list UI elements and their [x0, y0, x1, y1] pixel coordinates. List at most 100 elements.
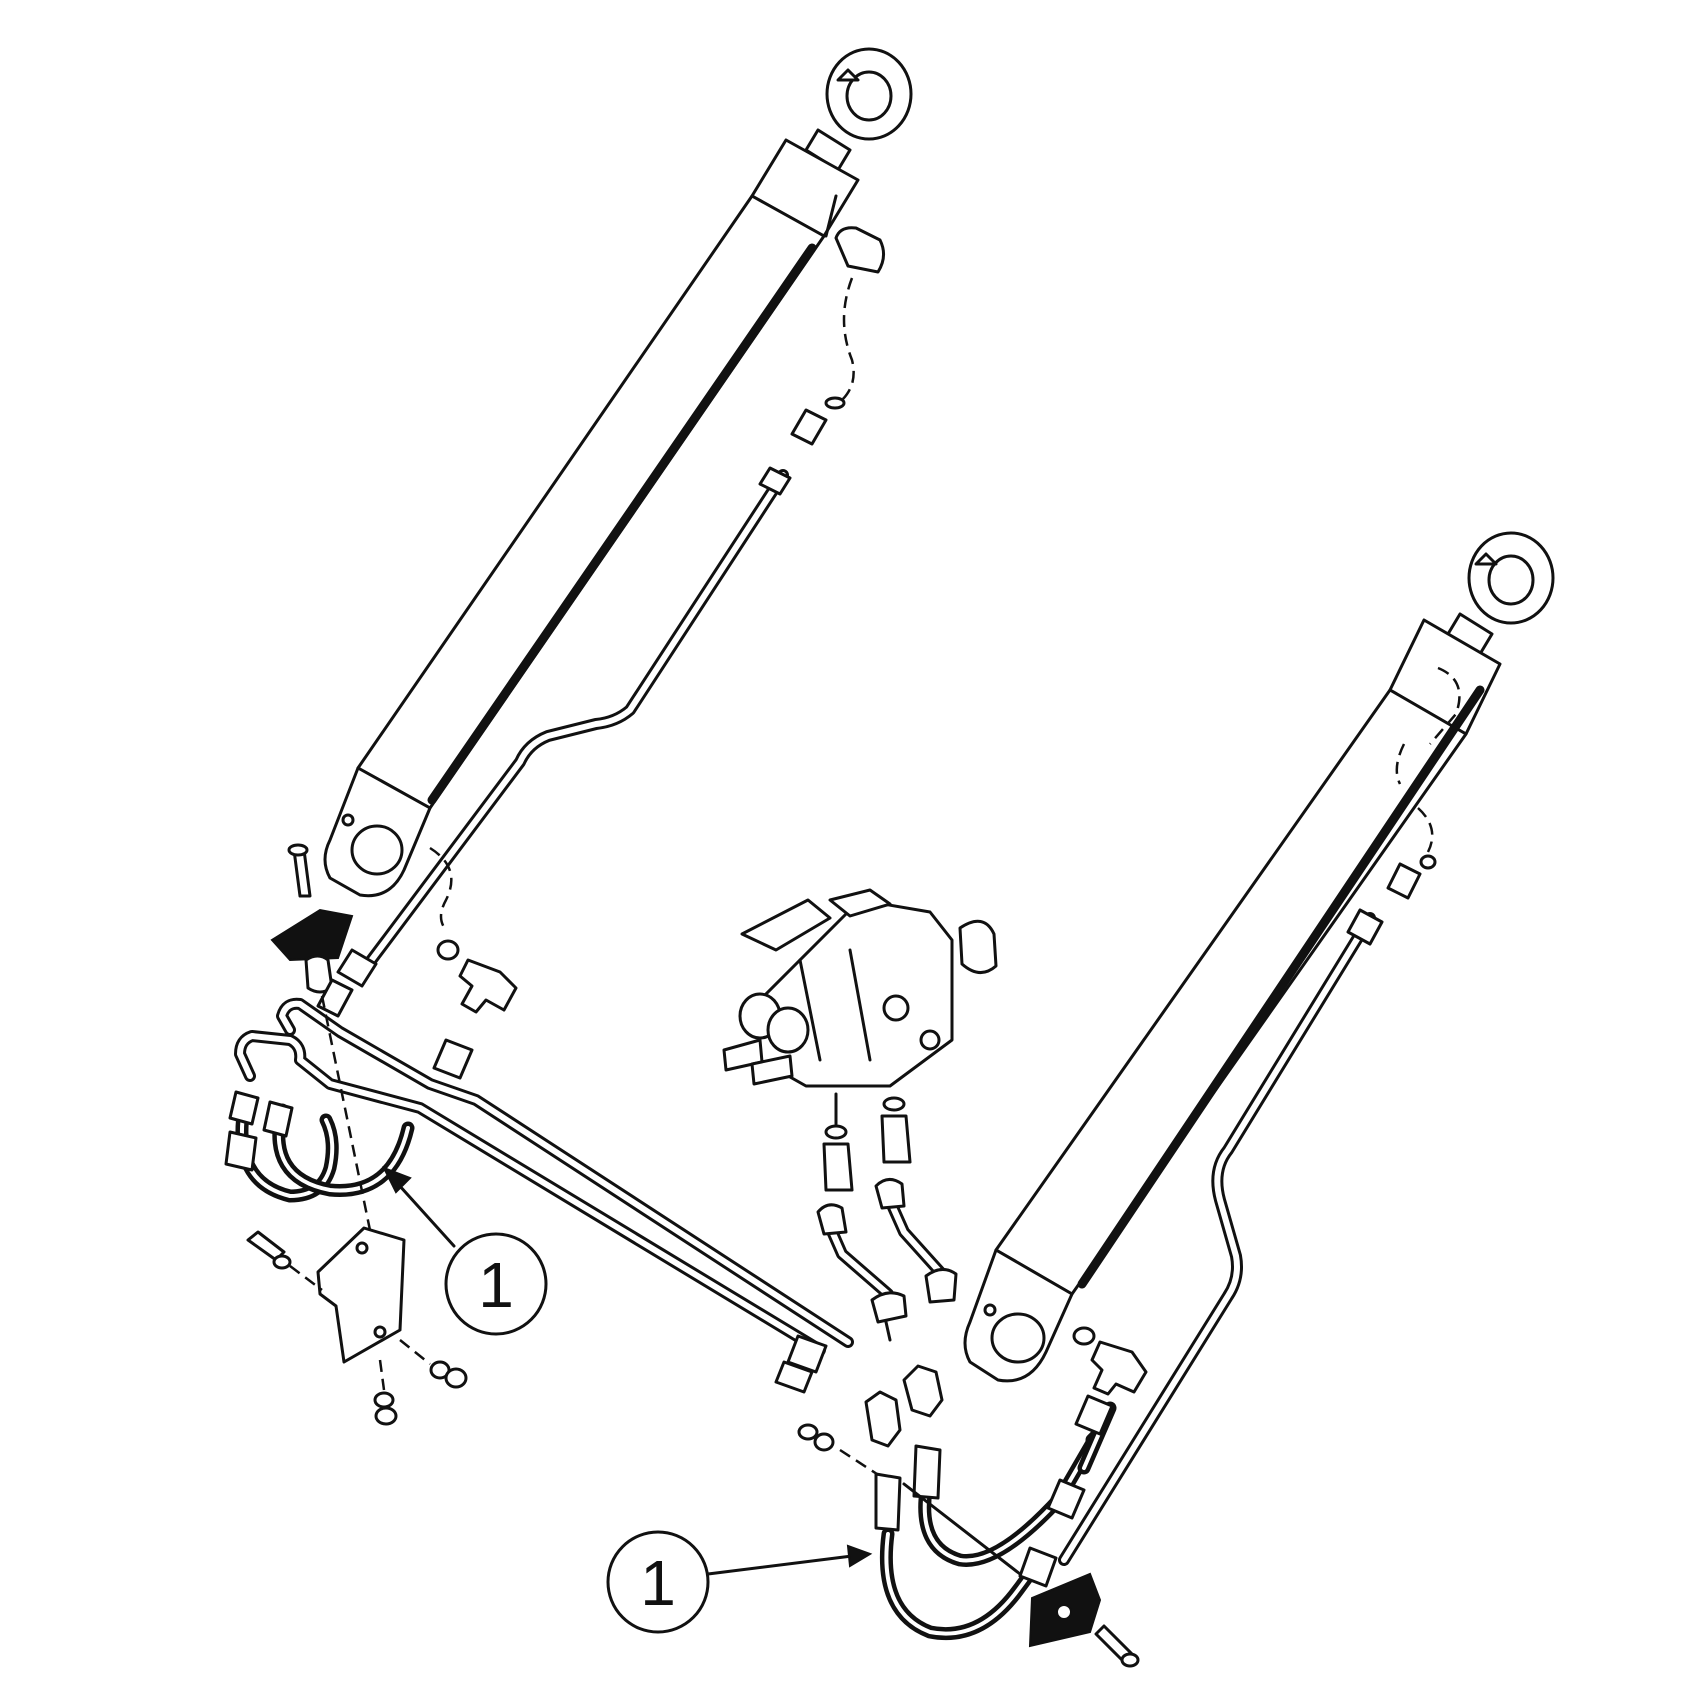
valve-inlet-port: [958, 919, 998, 974]
callout-circle: [606, 1530, 710, 1634]
right-upper-o-ring: [1419, 854, 1437, 870]
left-bracket-leader: [320, 995, 374, 1241]
left-grease-fitting: [836, 68, 860, 82]
left-crossover-nut-a: [228, 1090, 260, 1126]
valve-tube-nut-c: [870, 1291, 908, 1324]
left-upper-steel-tube: [336, 466, 792, 988]
left-crossover-steel-tubes: [228, 997, 854, 1394]
callout-circle: [444, 1232, 548, 1336]
left-bracket-hole-a: [355, 1241, 369, 1255]
left-hose-fitting-a: [224, 1130, 258, 1172]
valve-tube-nut-a: [816, 1203, 848, 1236]
valve-section-line-b: [848, 948, 872, 1062]
left-barrel-shadow: [427, 243, 817, 805]
lower-tee-fitting-b: [864, 1390, 902, 1448]
right-upper-steel-tube: [1058, 908, 1384, 1566]
right-barrel-hidden-line: [1395, 743, 1406, 785]
valve-short-steel-tubes: [816, 1178, 958, 1324]
left-nut-leader-a: [399, 1339, 431, 1365]
valve-o-ring-b: [882, 1096, 906, 1112]
valve-tube-leader: [884, 1320, 892, 1342]
left-cylinder-barrel: [356, 194, 826, 810]
right-clamp-hole: [1056, 1604, 1072, 1620]
valve-o-ring-a: [824, 1124, 848, 1140]
left-base-elbow-fitting: [458, 958, 518, 1014]
left-bracket-washer-b: [373, 1391, 395, 1409]
right-base-elbow-fitting: [1090, 1340, 1148, 1396]
left-base-bore: [350, 824, 404, 876]
valve-spool-rod-b: [750, 1054, 794, 1086]
valve-adapter-a: [822, 1142, 854, 1192]
left-base-port-leader: [429, 846, 453, 931]
left-bracket-nut-b: [374, 1406, 398, 1426]
right-lift-cylinder: [963, 531, 1555, 1383]
right-gland-hidden-line: [1429, 666, 1461, 745]
left-crossover-nut-c: [786, 1334, 828, 1374]
right-hose-fitting-c: [1074, 1394, 1114, 1436]
control-valve-assembly: [722, 888, 998, 1088]
right-upper-port-leader: [1417, 807, 1434, 853]
left-upper-port-leader: [841, 277, 855, 401]
left-bracket-washer: [272, 1254, 292, 1270]
right-hose-fitting-d: [1046, 1478, 1086, 1520]
left-hydraulic-hoses: [224, 978, 415, 1203]
right-clamp-leader: [902, 1482, 1022, 1576]
left-bolt-head: [287, 843, 309, 857]
right-tube-top-nut: [1346, 908, 1384, 946]
left-hose-fitting-b: [262, 1100, 294, 1138]
left-tube-top-nut: [758, 466, 792, 496]
left-mount-bolt: [292, 848, 312, 898]
left-bolt-leader: [289, 1265, 323, 1291]
right-clamp-bolt-head: [1120, 1652, 1140, 1668]
valve-section-line-a: [798, 958, 822, 1062]
right-rod-eye-bore: [1487, 554, 1535, 606]
valve-adapter-b: [880, 1114, 912, 1164]
right-hose-fitting-b: [912, 1444, 942, 1500]
lower-nut-leader: [839, 1448, 881, 1478]
right-base-pin-hole: [983, 1303, 997, 1317]
callout-arrowhead: [846, 1544, 873, 1568]
callout-1-upper: 1: [381, 1166, 548, 1336]
right-base-o-ring: [1072, 1326, 1096, 1346]
valve-relief-plug: [919, 1029, 941, 1051]
right-cylinder-barrel: [994, 688, 1468, 1296]
left-nut-leader-b: [378, 1359, 386, 1391]
valve-top-boss: [828, 888, 892, 918]
lower-tee-fitting-a: [902, 1364, 944, 1418]
callout-leader-line: [396, 1182, 456, 1248]
lower-nut: [813, 1432, 835, 1452]
valve-spool-b: [766, 1006, 810, 1054]
left-lift-cylinder: [323, 47, 913, 898]
callout-1-lower: 1: [606, 1530, 873, 1634]
right-barrel-shadow: [1077, 685, 1485, 1289]
left-upper-port-boss: [834, 226, 885, 274]
right-hose-fitting-a: [874, 1472, 902, 1532]
left-upper-adapter-fitting: [790, 408, 828, 446]
left-bracket-bolt: [246, 1230, 286, 1262]
left-upper-o-ring: [824, 396, 846, 410]
left-hose-clamp-bracket: [270, 908, 354, 962]
left-crossover-nut-d: [774, 1360, 814, 1394]
left-tube-bottom-nut: [336, 948, 378, 988]
callout-label: 1: [640, 1547, 676, 1619]
callout-label: 1: [478, 1249, 514, 1321]
left-bracket-hole-b: [373, 1325, 387, 1339]
left-base-o-ring: [436, 939, 460, 961]
left-bracket-nut-a: [444, 1367, 468, 1389]
left-base-pin-hole: [341, 813, 355, 827]
valve-mounting-flange: [740, 898, 832, 952]
valve-tube-nut-b: [874, 1178, 906, 1210]
right-base-bore: [990, 1312, 1046, 1364]
lower-washer: [797, 1423, 819, 1441]
right-grease-fitting: [1474, 552, 1498, 566]
callout-arrowhead: [381, 1166, 412, 1194]
left-crossover-nut-b: [432, 1038, 474, 1080]
valve-tube-nut-d: [924, 1268, 958, 1304]
valve-work-port: [882, 994, 910, 1022]
right-upper-adapter-fitting: [1386, 862, 1422, 900]
right-hose-fitting-e: [1018, 1546, 1058, 1588]
left-rod-eye-bore: [845, 70, 893, 122]
right-hydraulic-hoses: [874, 1394, 1117, 1641]
left-barrel-edge: [824, 194, 838, 238]
